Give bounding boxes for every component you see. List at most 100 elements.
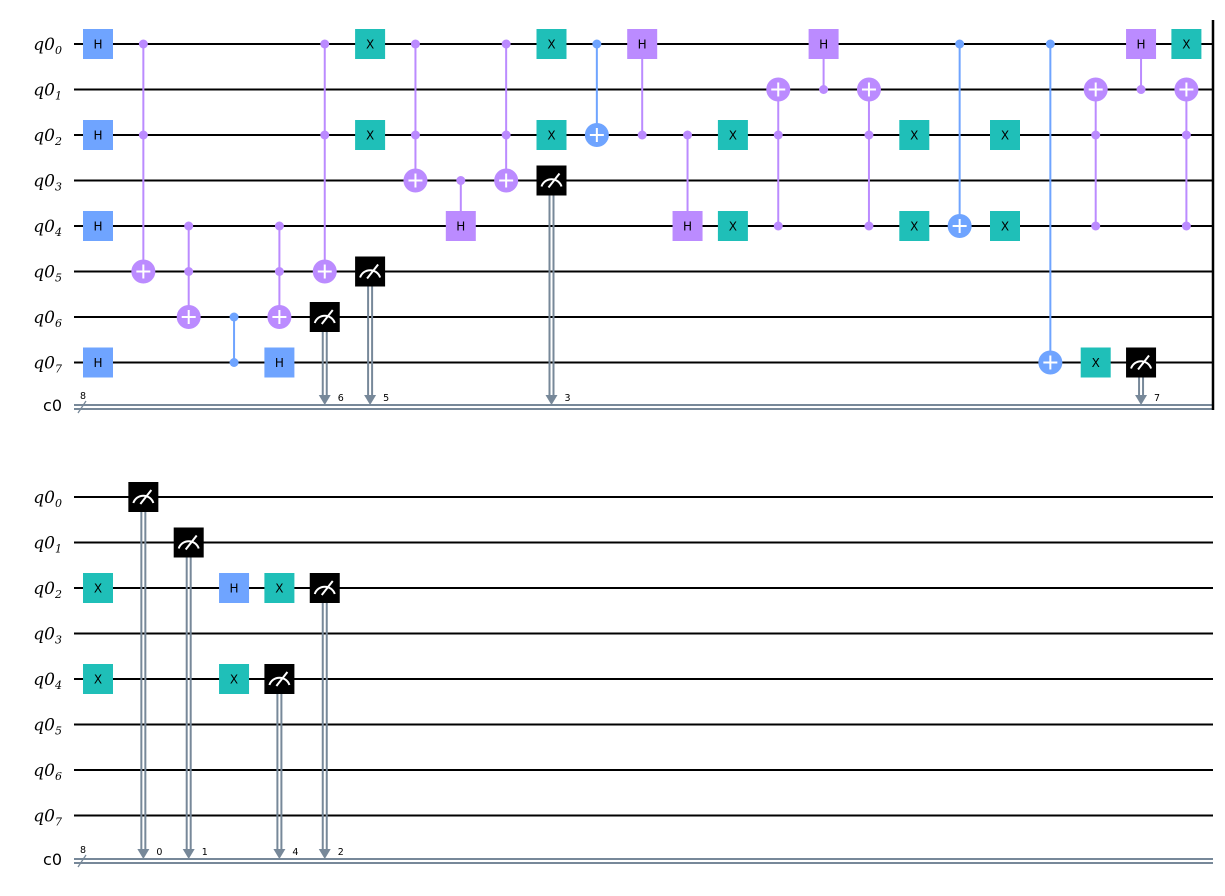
control-dot xyxy=(274,221,284,231)
control-dot xyxy=(138,130,148,140)
qubit-index: 0 xyxy=(55,497,62,510)
target-xor xyxy=(176,305,201,329)
control-dot xyxy=(1091,130,1101,140)
measure-bit-index: 2 xyxy=(338,847,344,858)
x-gate: X xyxy=(717,120,748,150)
gate-label: X xyxy=(366,129,374,143)
gate-label: H xyxy=(1137,38,1146,52)
gate-box xyxy=(717,120,748,150)
control-dot xyxy=(592,39,602,49)
qubit-index: 7 xyxy=(55,363,62,376)
meter-needle xyxy=(139,489,153,505)
measure-arrow xyxy=(318,849,331,859)
gate-box xyxy=(672,211,703,241)
measure-arrow xyxy=(364,395,377,405)
gate-label: H xyxy=(93,38,102,52)
control-dot xyxy=(1045,39,1055,49)
gate-box xyxy=(899,211,930,241)
target-xor xyxy=(1174,77,1199,102)
classical-size: 8 xyxy=(80,845,86,856)
target-xor xyxy=(1038,350,1063,375)
control-dot xyxy=(320,39,330,49)
qubit-label: q01 xyxy=(33,534,62,556)
measure-box xyxy=(128,482,159,512)
gate-label: X xyxy=(366,38,374,52)
gate-box xyxy=(990,120,1020,150)
gate-box xyxy=(83,573,113,603)
x-gate: X xyxy=(83,664,113,694)
gate-box xyxy=(264,573,295,603)
gate-box xyxy=(627,29,658,59)
gate-box xyxy=(83,211,113,241)
controlled-h-gate: H xyxy=(808,29,839,59)
gate-box xyxy=(536,29,567,59)
measure-bit-index: 3 xyxy=(565,393,571,404)
measure-arrow xyxy=(318,395,331,405)
x-gate: X xyxy=(355,29,386,59)
gate-label: X xyxy=(94,582,102,596)
gate-label: H xyxy=(638,38,647,52)
controlled-h-gate: H xyxy=(672,211,703,241)
gate-label: X xyxy=(547,38,555,52)
target-xor xyxy=(584,123,609,147)
gate-box xyxy=(83,664,113,694)
qubit-index: 6 xyxy=(55,317,62,330)
gate-box xyxy=(990,211,1020,241)
qubit-index: 1 xyxy=(55,543,62,556)
x-gate: X xyxy=(1171,29,1202,59)
gate-label: X xyxy=(1001,129,1009,143)
gate-label: H xyxy=(683,220,692,234)
x-gate: X xyxy=(536,29,567,59)
measure-bit-index: 1 xyxy=(202,847,208,858)
x-gate: X xyxy=(536,120,567,150)
x-gate: X xyxy=(899,211,930,241)
qubit-label: q02 xyxy=(33,579,62,601)
control-dot xyxy=(456,176,466,185)
control-dot xyxy=(1181,130,1191,140)
x-gate: X xyxy=(219,664,250,694)
qubit-label: q01 xyxy=(33,81,62,103)
gate-label: X xyxy=(729,220,737,234)
meter-needle xyxy=(275,671,289,687)
gate-box xyxy=(83,29,113,59)
qubit-index: 2 xyxy=(54,588,62,601)
meter-arc xyxy=(132,494,155,504)
qubit-label: q03 xyxy=(33,625,62,647)
h-gate: H xyxy=(83,29,113,59)
qubit-label: q03 xyxy=(33,172,62,194)
h-gate: H xyxy=(83,211,113,241)
x-gate: X xyxy=(990,211,1020,241)
target-xor xyxy=(267,305,292,329)
qubit-index: 6 xyxy=(55,770,62,783)
gate-label: X xyxy=(910,129,918,143)
gate-label: H xyxy=(456,220,465,234)
meter-needle xyxy=(547,172,561,189)
controlled-h-gate: H xyxy=(445,211,476,241)
measure-box xyxy=(1126,347,1157,378)
gate-label: X xyxy=(547,129,555,143)
measure-gate: 3 xyxy=(536,165,571,405)
target-xor xyxy=(312,259,337,284)
gate-box xyxy=(1126,29,1157,59)
control-dot xyxy=(229,312,239,322)
qubit-index: 5 xyxy=(55,725,62,738)
h-gate: H xyxy=(219,573,250,603)
measure-arrow xyxy=(273,849,286,859)
qubit-index: 0 xyxy=(55,44,62,57)
gate-box xyxy=(355,120,386,150)
qubit-index: 3 xyxy=(55,181,62,194)
gate-label: X xyxy=(94,673,102,687)
gate-box xyxy=(355,29,386,59)
meter-arc xyxy=(540,178,563,187)
gate-label: H xyxy=(275,356,284,370)
control-dot xyxy=(819,85,829,94)
target-xor xyxy=(766,77,791,102)
control-dot xyxy=(184,267,194,276)
control-dot xyxy=(864,130,874,140)
meter-needle xyxy=(320,309,334,325)
qubit-label: q04 xyxy=(33,217,62,239)
control-dot xyxy=(320,130,330,140)
target-xor xyxy=(403,168,428,193)
